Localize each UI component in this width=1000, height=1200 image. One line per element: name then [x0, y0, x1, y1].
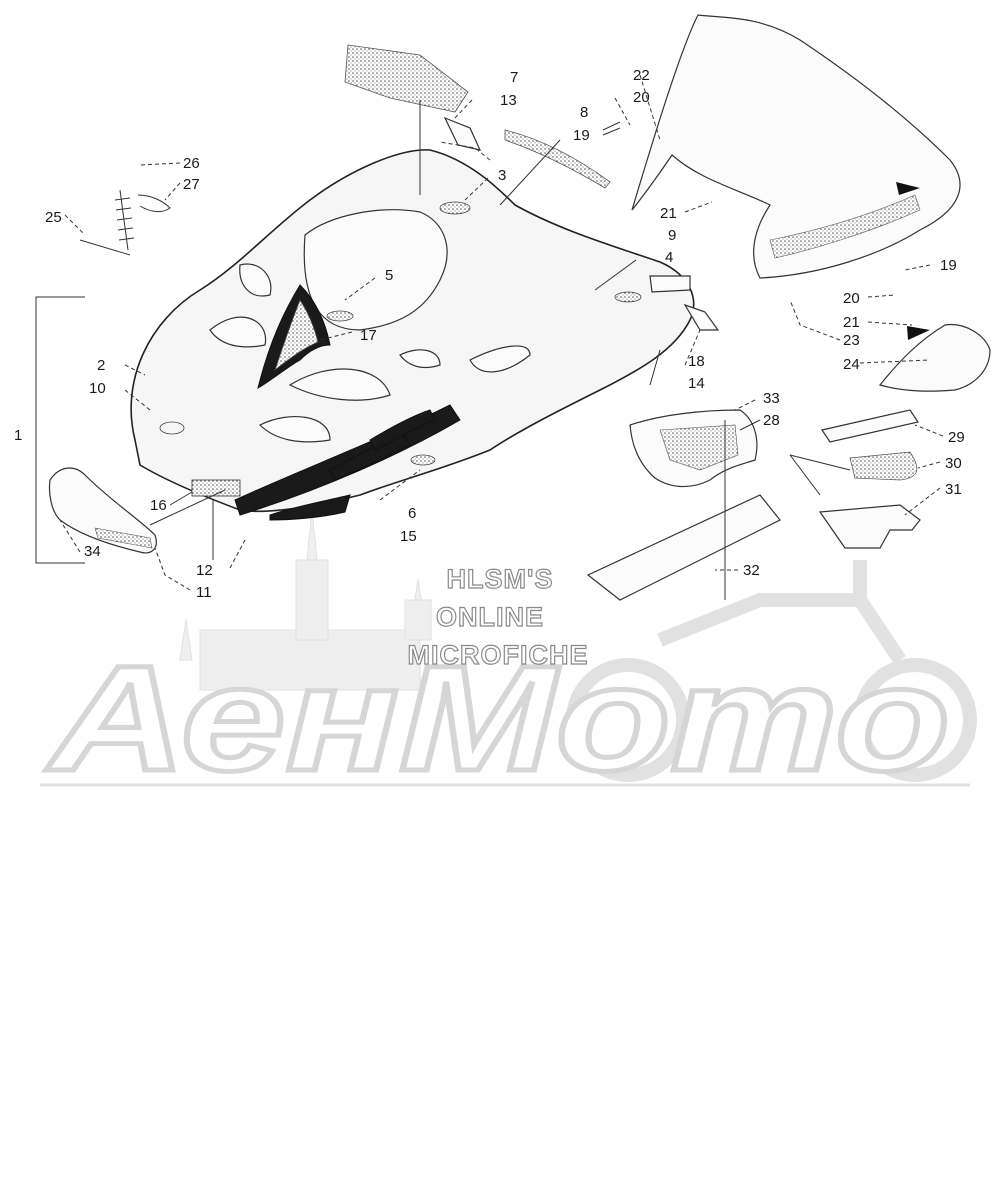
leader-lines — [59, 74, 944, 600]
callout-2: 2 — [97, 357, 105, 374]
callout-10: 10 — [89, 380, 106, 397]
callout-34: 34 — [84, 543, 101, 560]
callout-20a: 20 — [633, 89, 650, 106]
callout-3: 3 — [498, 167, 506, 184]
wind-deflector — [878, 323, 991, 392]
callout-27: 27 — [183, 176, 200, 193]
callout-33: 33 — [763, 390, 780, 407]
callout-28: 28 — [763, 412, 780, 429]
watermark-brand: АенМото — [45, 634, 950, 802]
callout-7: 7 — [510, 69, 518, 86]
callout-17: 17 — [360, 327, 377, 344]
callout-29: 29 — [948, 429, 965, 446]
lower-intake — [48, 467, 157, 554]
callout-22: 22 — [633, 67, 650, 84]
callout-11: 11 — [196, 584, 212, 601]
callout-18: 18 — [688, 353, 705, 370]
callout-5: 5 — [385, 267, 393, 284]
callout-labels: 1 2 3 4 5 6 7 8 9 10 11 12 13 14 15 16 1… — [14, 67, 965, 601]
callout-15: 15 — [400, 528, 417, 545]
hood-assembly — [130, 149, 720, 521]
callout-4: 4 — [665, 249, 673, 266]
callout-20b: 20 — [843, 290, 860, 307]
callout-6: 6 — [408, 505, 416, 522]
callout-16: 16 — [150, 497, 167, 514]
top-decals — [344, 44, 611, 189]
callout-9: 9 — [668, 227, 676, 244]
callout-13: 13 — [500, 92, 517, 109]
callout-1: 1 — [14, 427, 22, 444]
callout-19b: 19 — [940, 257, 957, 274]
callout-14: 14 — [688, 375, 705, 392]
callout-25: 25 — [45, 209, 62, 226]
callout-21b: 21 — [843, 314, 860, 331]
callout-32: 32 — [743, 562, 760, 579]
motorcycle-silhouette-icon — [566, 560, 977, 782]
callout-12: 12 — [196, 562, 213, 579]
watermark-line-1: HLSM'S — [447, 564, 554, 594]
callout-21a: 21 — [660, 205, 677, 222]
assembly-bracket — [35, 296, 85, 564]
windshield — [631, 14, 961, 340]
callout-19a: 19 — [573, 127, 590, 144]
callout-24: 24 — [843, 356, 860, 373]
watermark-line-2: ONLINE — [436, 602, 544, 632]
watermark-line-3: MICROFICHE — [408, 640, 589, 670]
watermark-text: HLSM'S ONLINE MICROFICHE — [407, 563, 589, 670]
callout-26: 26 — [183, 155, 200, 172]
callout-8: 8 — [580, 104, 588, 121]
church-silhouette-icon — [179, 509, 432, 691]
callout-23: 23 — [843, 332, 860, 349]
spring-and-clip — [79, 189, 171, 256]
callout-30: 30 — [945, 455, 962, 472]
watermark-graphic: АенМото — [40, 509, 977, 805]
callout-31: 31 — [945, 481, 962, 498]
